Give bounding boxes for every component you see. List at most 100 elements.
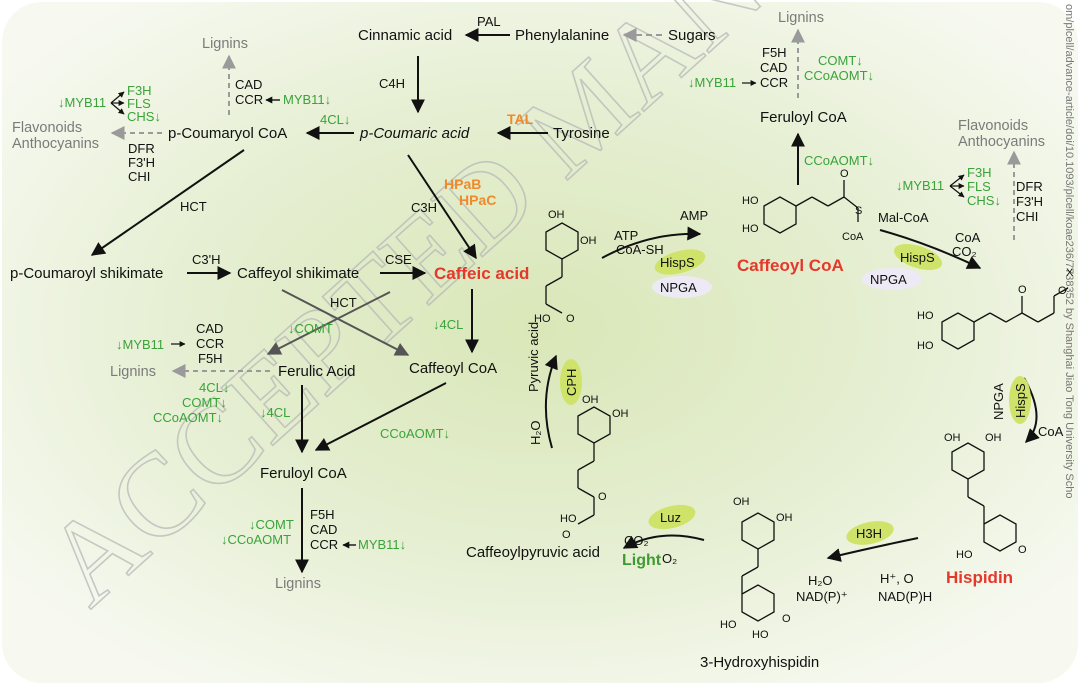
node-ferulic-acid: Ferulic Acid	[278, 363, 356, 380]
pill-cph-label: CPH	[564, 369, 579, 396]
enzyme-chi-2: CHI	[1016, 209, 1038, 224]
reg-comt-left: COMT↓	[182, 395, 227, 410]
struct-ho-4: HO	[917, 340, 934, 352]
node-anthocyanins-right: Anthocyanins	[958, 134, 1045, 150]
arrow-h3h	[826, 537, 919, 562]
node-feruloyl-coa-left: Feruloyl CoA	[260, 465, 347, 482]
structure-caffeoylpyruvic	[577, 406, 611, 525]
cofactor-co2-3: CO₂	[624, 533, 649, 548]
struct-oh-2: OH	[985, 432, 1002, 444]
enzyme-hpab: HPaB	[444, 176, 481, 192]
reg-4cl-left: 4CL↓	[199, 380, 229, 395]
cofactor-coa-2: CoA	[955, 230, 981, 245]
struct-o-8: O	[566, 313, 575, 325]
node-lignins-topleft: Lignins	[202, 36, 248, 52]
cofactor-pyruvic-acid: Pyruvic acid	[526, 322, 541, 392]
structure-caffeoyl-coa	[763, 180, 859, 234]
arrow-cph	[544, 354, 558, 449]
pill-npga-1-label: NPGA	[660, 280, 697, 295]
enzyme-ccr-2: CCR	[196, 336, 224, 351]
pill-hisps-2: HispS	[893, 243, 943, 271]
arrow-hct-to-caffeoylcoa	[281, 289, 410, 356]
enzyme-cad-4: CAD	[760, 60, 787, 75]
node-caffeoylpyruvic-acid: Caffeoylpyruvic acid	[466, 544, 600, 561]
reg-myb11-5: ↓MYB11	[688, 75, 736, 90]
arrow-hisps-malcoa	[879, 229, 982, 269]
pill-cph: CPH	[560, 359, 582, 405]
struct-o-1: O	[840, 168, 849, 180]
struct-ho-6: HO	[720, 619, 737, 631]
pill-npga-1: NPGA	[652, 276, 712, 298]
struct-coa-1: CoA	[842, 231, 864, 243]
enzyme-chi-1: CHI	[128, 169, 150, 184]
struct-ho-8: HO	[560, 513, 577, 525]
reg-myb11-1: MYB11↓	[283, 92, 331, 107]
cofactor-o2: O₂	[662, 551, 677, 566]
reg-ccoaomt-left: CCoAOMT↓	[153, 410, 223, 425]
reg-fls-2: FLS	[967, 179, 991, 194]
node-caffeoyl-shikimate: Caffeyol shikimate	[237, 265, 359, 282]
enzyme-c3h: C3H	[411, 200, 437, 215]
enzyme-cad-2: CAD	[196, 321, 223, 336]
struct-o-4: O	[1018, 544, 1027, 556]
struct-oh-4: OH	[776, 512, 793, 524]
node-caffeic-acid: Caffeic acid	[434, 264, 529, 283]
enzyme-ccr-3: CCR	[310, 537, 338, 552]
node-flavonoids-left: Flavonoids	[12, 120, 82, 136]
node-lignins-topright: Lignins	[778, 10, 824, 26]
pill-hisps-3-label: HispS	[1013, 383, 1028, 418]
pill-hisps-1: HispS	[654, 249, 706, 275]
pill-h3h: H3H	[846, 521, 894, 545]
enzyme-tal: TAL	[507, 111, 534, 127]
struct-o-7: O	[562, 529, 571, 541]
cofactor-h2o-1: H₂O	[528, 420, 543, 445]
node-hispidin: Hispidin	[946, 568, 1013, 587]
struct-oh-8: OH	[580, 235, 597, 247]
enzyme-cse: CSE	[385, 252, 412, 267]
reg-comt-bottom: ↓COMT	[249, 517, 294, 532]
enzyme-f5h-3: F5H	[310, 507, 335, 522]
cofactor-mal-coa: Mal-CoA	[878, 210, 929, 225]
cofactor-amp: AMP	[680, 208, 708, 223]
struct-ho-1: HO	[742, 195, 759, 207]
struct-x: X	[1066, 267, 1074, 279]
enzyme-cad-3: CAD	[310, 522, 337, 537]
enzyme-dfr-1: DFR	[128, 141, 155, 156]
node-tyrosine: Tyrosine	[553, 125, 610, 142]
pill-npga-2-label: NPGA	[870, 272, 907, 287]
enzyme-ccr-4: CCR	[760, 75, 788, 90]
structure-hispidin	[951, 442, 1017, 552]
reg-ccoaomt-right: CCoAOMT↓	[804, 68, 874, 83]
enzyme-f3h-prime-2: F3'H	[1016, 194, 1043, 209]
reg-ccoaomt-bottom: ↓CCoAOMT	[221, 532, 291, 547]
reg-ccoaomt-right2: CCoAOMT↓	[804, 153, 874, 168]
enzyme-hct-1: HCT	[180, 199, 207, 214]
reg-myb11-4: MYB11↓	[358, 537, 406, 552]
cofactor-coa-3: CoA	[1038, 424, 1064, 439]
reg-4cl-mid: ↓4CL	[433, 317, 463, 332]
node-light: Light	[622, 552, 662, 569]
node-anthocyanins-left: Anthocyanins	[12, 136, 99, 152]
cofactor-nadp-plus: NAD(P)⁺	[796, 589, 848, 604]
struct-ho-5: HO	[956, 549, 973, 561]
pill-hisps-3: HispS	[1009, 376, 1031, 424]
arrow-c3h	[407, 154, 477, 260]
struct-oh-1: OH	[944, 432, 961, 444]
node-hydroxyhispidin: 3-Hydroxyhispidin	[700, 654, 819, 671]
node-lignins-left: Lignins	[110, 364, 156, 380]
reg-myb11-6: ↓MYB11	[896, 178, 944, 193]
reg-comt-1: ↓COMT	[288, 321, 333, 336]
reg-f3h-1: F3H	[127, 83, 152, 98]
reg-f3h-2: F3H	[967, 165, 992, 180]
structure-caffeic-acid	[545, 222, 579, 314]
node-flavonoids-right: Flavonoids	[958, 118, 1028, 134]
arrow-myb11-chs	[110, 102, 125, 115]
struct-o-6: O	[598, 491, 607, 503]
doi-text: om/plcell/advance-article/doi/10.1093/pl…	[1063, 4, 1075, 499]
pill-luz-label: Luz	[660, 510, 681, 525]
enzyme-dfr-2: DFR	[1016, 179, 1043, 194]
struct-o-5: O	[782, 613, 791, 625]
arrow-hisps-atp	[601, 226, 702, 259]
reg-fls-1: FLS	[127, 96, 151, 111]
